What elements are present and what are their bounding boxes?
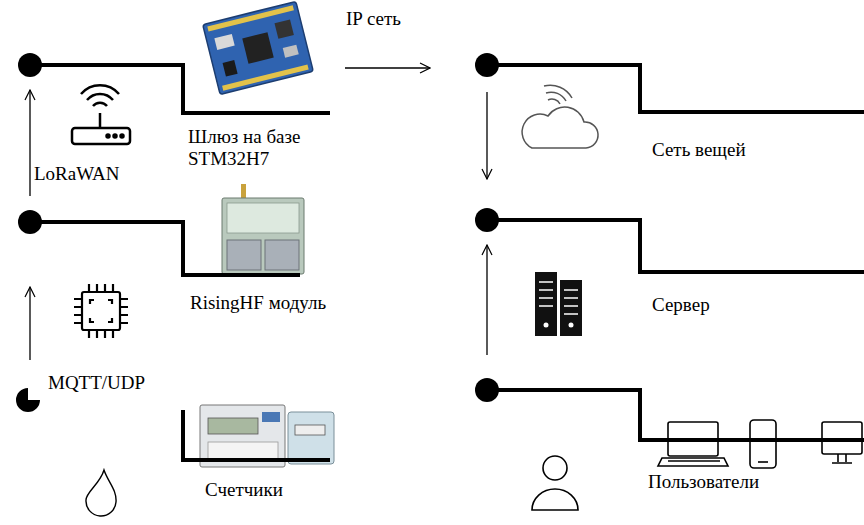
node-title: Пользователи	[648, 471, 848, 493]
edge-label: IP сеть	[346, 8, 401, 30]
server-icon	[535, 272, 582, 336]
cloud-icon	[522, 85, 598, 148]
node-title: Сервер	[652, 294, 852, 316]
step-node: RisingHF модуль	[17, 209, 390, 314]
step-node: Шлюз на базе STM32H7	[17, 52, 348, 170]
step-node: Сеть вещей	[474, 52, 852, 161]
module-picture	[222, 184, 304, 274]
node-title: Шлюз на базе STM32H7	[188, 126, 348, 170]
protocol-label: MQTT/UDP	[48, 372, 145, 394]
step-node: Пользователи	[474, 377, 848, 493]
step-dot	[16, 388, 40, 412]
node-title: RisingHF модуль	[190, 292, 390, 314]
protocol-label: LoRaWAN	[34, 163, 119, 185]
meters-picture	[200, 405, 334, 467]
step-path	[30, 65, 330, 113]
step-line	[18, 53, 330, 113]
step-dot	[475, 378, 499, 402]
step-dot	[18, 210, 42, 234]
step-line	[18, 210, 300, 275]
step-dot	[475, 208, 499, 232]
chip-icon	[74, 284, 128, 338]
flow-arrow	[345, 67, 430, 68]
step-path	[30, 222, 300, 275]
user-devices-icons	[532, 420, 862, 510]
step-dot	[475, 53, 499, 77]
step-path	[183, 410, 330, 460]
node-title: Сеть вещей	[652, 139, 852, 161]
step-node: Счетчики	[15, 387, 335, 501]
step-line	[475, 208, 864, 272]
step-line	[16, 388, 330, 460]
board-picture	[203, 1, 314, 94]
router-icon	[72, 85, 130, 144]
step-node: Сервер	[474, 207, 852, 316]
node-title: Счетчики	[205, 479, 335, 501]
flow-arrow	[29, 90, 30, 196]
drop-icon	[86, 470, 116, 516]
step-dot	[18, 53, 42, 77]
step-line	[475, 53, 864, 112]
flow-arrow	[486, 92, 487, 179]
step-path	[487, 390, 864, 440]
flow-arrow	[29, 287, 30, 360]
flow-arrow	[486, 245, 487, 355]
step-line	[475, 378, 864, 440]
step-path	[487, 220, 864, 272]
step-path	[487, 65, 864, 112]
